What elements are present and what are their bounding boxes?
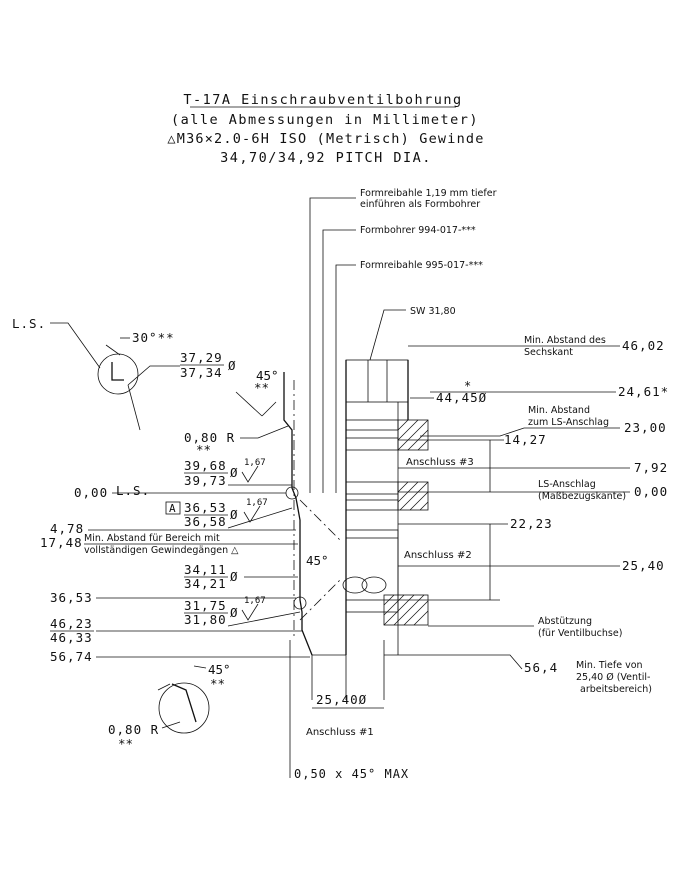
value-4445: 44,45Ø xyxy=(436,390,487,405)
angle-45-bot-star: ** xyxy=(210,676,225,691)
drill-leader xyxy=(322,229,356,493)
title-line-1: T-17A Einschraubventilbohrung xyxy=(183,92,462,108)
support-label-2: (für Ventilbuchse) xyxy=(538,628,622,639)
left-dimensions: L.S. 30°** 37,29 37,34 Ø 45° ** 0,80 R *… xyxy=(12,316,409,781)
hatch-upper xyxy=(397,419,429,451)
dia5-lower: 31,80 xyxy=(184,612,227,627)
min-ls-label-1: Min. Abstand xyxy=(528,405,590,416)
dia2-lower: 39,73 xyxy=(184,473,227,488)
min-hex-label-1: Min. Abstand des xyxy=(524,335,606,346)
reamer-leader xyxy=(335,264,356,493)
value-2223: 22,23 xyxy=(510,516,553,531)
dia1-lower: 37,34 xyxy=(180,365,223,380)
dia5-upper: 31,75 xyxy=(184,598,227,613)
ls-stop-label-1: LS-Anschlag xyxy=(538,479,596,490)
svg-text:Ø: Ø xyxy=(228,358,236,373)
ls-mid-label: L.S. xyxy=(116,483,150,498)
port1-label: Anschluss #1 xyxy=(306,727,374,738)
value-5674: 56,74 xyxy=(50,649,93,664)
finish-3: 1,67 xyxy=(244,596,266,606)
cavity-body: SW 31,80 xyxy=(311,306,456,700)
reamer-depth-leader xyxy=(309,197,356,493)
angle-45-top: 45° xyxy=(256,368,279,383)
finish-2: 1,67 xyxy=(246,498,268,508)
min-thread-label-2: vollständigen Gewindegängen △ xyxy=(84,545,239,556)
port3-label: Anschluss #3 xyxy=(406,457,474,468)
sw-leader xyxy=(369,309,406,361)
min-thread-label-1: Min. Abstand für Bereich mit xyxy=(84,533,220,544)
angle-30-label: 30°** xyxy=(132,330,175,345)
dia4-lower: 34,21 xyxy=(184,576,227,591)
hex-top xyxy=(345,359,409,403)
dia3-upper: 36,53 xyxy=(184,500,227,515)
reamer-depth-label-1: Formreibahle 1,19 mm tiefer xyxy=(360,188,497,199)
value-1748: 17,48 xyxy=(40,535,83,550)
dia4-upper: 34,11 xyxy=(184,562,227,577)
min-depth-label-1: Min. Tiefe von xyxy=(576,660,643,671)
zero-left: 0,00 xyxy=(74,485,108,500)
title-line-4: 34,70/34,92 PITCH DIA. xyxy=(220,150,432,166)
value-2540: 25,40 xyxy=(622,558,665,573)
value-000: 0,00 xyxy=(634,484,668,499)
finish-1: 1,67 xyxy=(244,458,266,468)
radius-top: 0,80 R xyxy=(184,430,235,445)
value-4445-star: * xyxy=(464,379,471,393)
datum-box-letter: A xyxy=(169,502,176,515)
dia2-upper: 39,68 xyxy=(184,458,227,473)
value-564: 56,4 xyxy=(524,660,558,675)
reamer-depth-label-2: einführen als Formbohrer xyxy=(360,199,480,210)
hatch-mid xyxy=(397,481,429,511)
right-dimensions: Min. Abstand des Sechskant 46,02 * 44,45… xyxy=(384,335,669,695)
centre-angle-45: 45° xyxy=(306,553,329,568)
value-478: 4,78 xyxy=(50,521,84,536)
dia1-upper: 37,29 xyxy=(180,350,223,365)
value-2461: 24,61* xyxy=(618,384,669,399)
min-ls-label-2: zum LS-Anschlag xyxy=(528,417,609,428)
value-3653: 36,53 xyxy=(50,590,93,605)
dia3-lower: 36,58 xyxy=(184,514,227,529)
radius-bot: 0,80 R xyxy=(108,722,159,737)
svg-text:Ø: Ø xyxy=(230,569,238,584)
value-1427: 14,27 xyxy=(504,432,547,447)
reamer-label: Formreibahle 995-017-*** xyxy=(360,260,483,271)
min-depth-label-3: arbeitsbereich) xyxy=(580,684,652,695)
value-792: 7,92 xyxy=(634,460,668,475)
value-4602: 46,02 xyxy=(622,338,665,353)
value-2300: 23,00 xyxy=(624,420,667,435)
value-4623: 46,23 xyxy=(50,616,93,631)
svg-text:Ø: Ø xyxy=(230,507,238,522)
detail-circle-bot xyxy=(293,596,307,610)
min-hex-label-2: Sechskant xyxy=(524,347,573,358)
sw-label: SW 31,80 xyxy=(410,306,456,317)
bore-dia-label: 25,40Ø xyxy=(316,692,367,707)
top-callouts: Formreibahle 1,19 mm tiefer einführen al… xyxy=(309,188,497,493)
svg-text:Ø: Ø xyxy=(230,465,238,480)
svg-text:Ø: Ø xyxy=(230,605,238,620)
ls-stop-label-2: (Maßbezugskante) xyxy=(538,491,626,502)
radius-top-star: ** xyxy=(196,442,211,457)
title-line-3: △M36×2.0-6H ISO (Metrisch) Gewinde xyxy=(167,131,484,147)
angle-45-top-star: ** xyxy=(254,380,269,395)
ls-detail-circle xyxy=(97,353,139,395)
radius-bot-star: ** xyxy=(118,736,133,751)
profile-outline xyxy=(283,372,313,656)
datum-box xyxy=(165,501,181,515)
angle-45-bot: 45° xyxy=(208,662,231,677)
drill-label: Formbohrer 994-017-*** xyxy=(360,225,476,236)
chamfer-label: 0,50 x 45° MAX xyxy=(294,767,409,781)
lower-detail-circle xyxy=(158,682,210,734)
support-label-1: Abstützung xyxy=(538,616,592,627)
min-depth-label-2: 25,40 Ø (Ventil- xyxy=(576,672,650,683)
value-4633: 46,33 xyxy=(50,630,93,645)
hatch-lower xyxy=(383,594,429,626)
title-block: T-17A Einschraubventilbohrung (alle Abme… xyxy=(167,92,484,166)
ls-top-label: L.S. xyxy=(12,316,46,331)
port2-label: Anschluss #2 xyxy=(404,550,472,561)
cavity-profile xyxy=(283,372,313,656)
title-line-2: (alle Abmessungen in Millimeter) xyxy=(171,112,479,128)
